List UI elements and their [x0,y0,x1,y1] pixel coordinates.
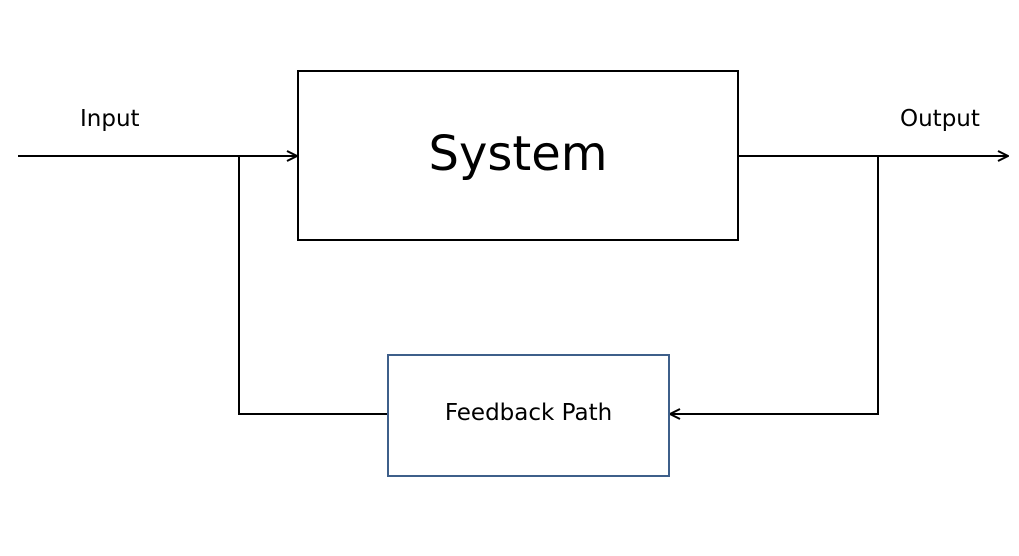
feedback-to-input-line [238,156,387,415]
input-label: Input [80,106,140,132]
system-block: System [297,70,739,241]
feedback-path-block: Feedback Path [387,354,670,477]
feedback-return-line [670,156,879,414]
output-label: Output [900,106,980,132]
feedback-path-label: Feedback Path [444,399,613,426]
system-label: System [428,125,608,182]
